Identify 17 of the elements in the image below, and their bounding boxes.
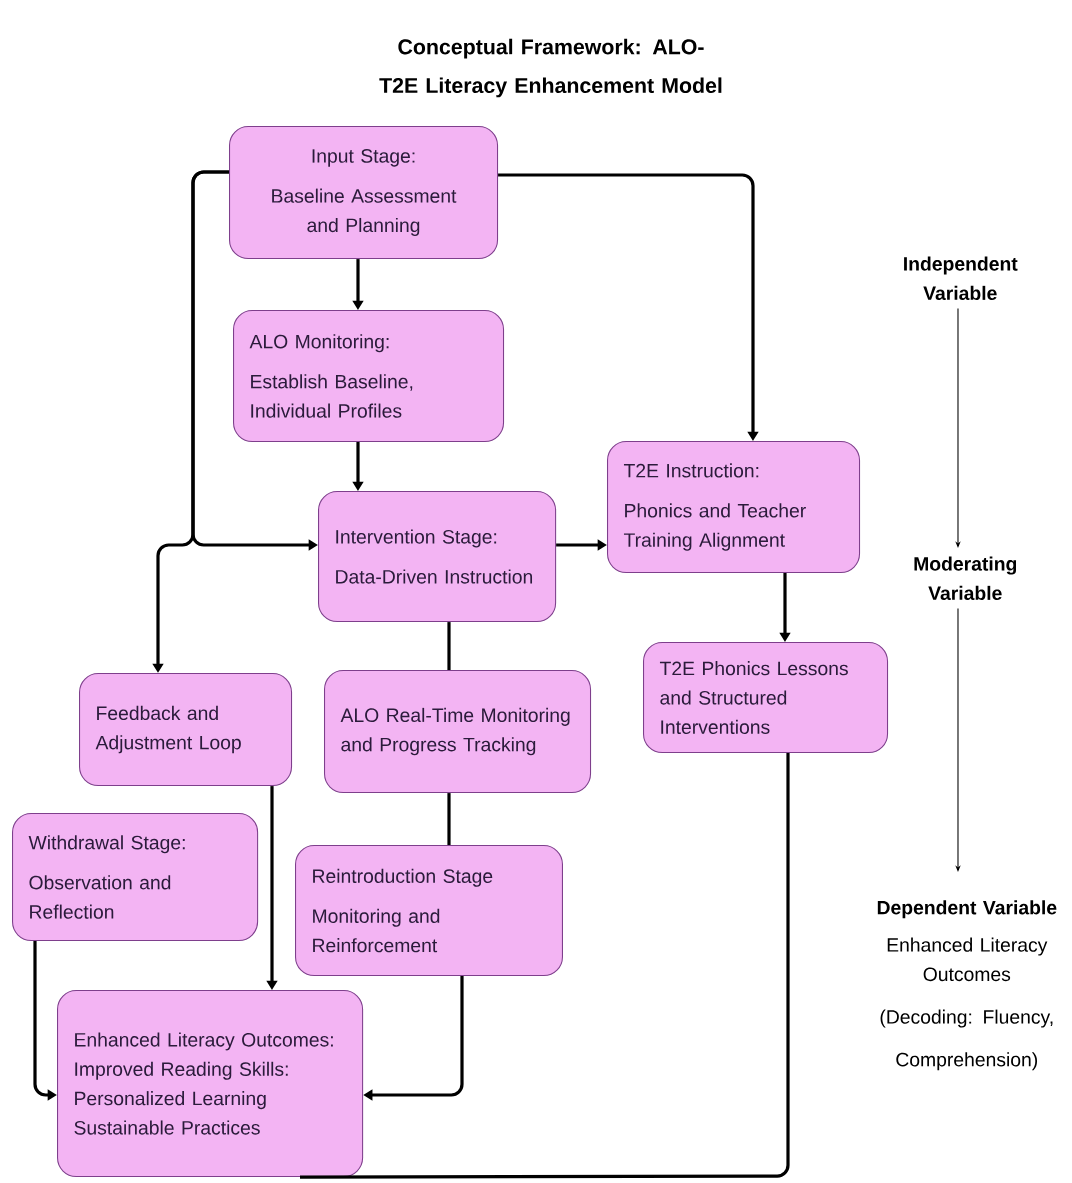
variable-label: Independent Variable [904,256,1018,301]
process-box: T2E Phonics Lessons and Structured Interventions [643,642,889,754]
process-box: Input Stage: Baseline Assessment and Planning [229,126,499,260]
process-box: Withdrawal Stage: Observation and Reflection [12,813,259,941]
process-box: ALO Monitoring: Establish Baseline, Individual Profiles [233,310,505,442]
connector-line [447,622,451,670]
process-box: Intervention Stage: Data-Driven Instruction [318,491,557,623]
process-box: Enhanced Literacy Outcomes: Improved Reading Skills: Personalized Learning Sustainable Practices [57,990,364,1178]
variable-label: Dependent Variable Enhanced Literacy Outcomes (Decoding: Fluency, Comprehension) [877,900,1057,1071]
connector-line [447,793,451,845]
process-box: Feedback and Adjustment Loop [79,673,293,787]
connector-line [300,753,790,1179]
process-box: Reintroduction Stage Monitoring and Reinforcement [295,845,563,977]
process-box: ALO Real-Time Monitoring and Progress Tracking [324,670,592,794]
title: Conceptual Framework: ALO-T2E Literacy Enhancement Model [379,38,722,98]
variable-label: Moderating Variable [914,556,1017,601]
process-box: T2E Instruction: Phonics and Teacher Training Alignment [607,441,861,573]
